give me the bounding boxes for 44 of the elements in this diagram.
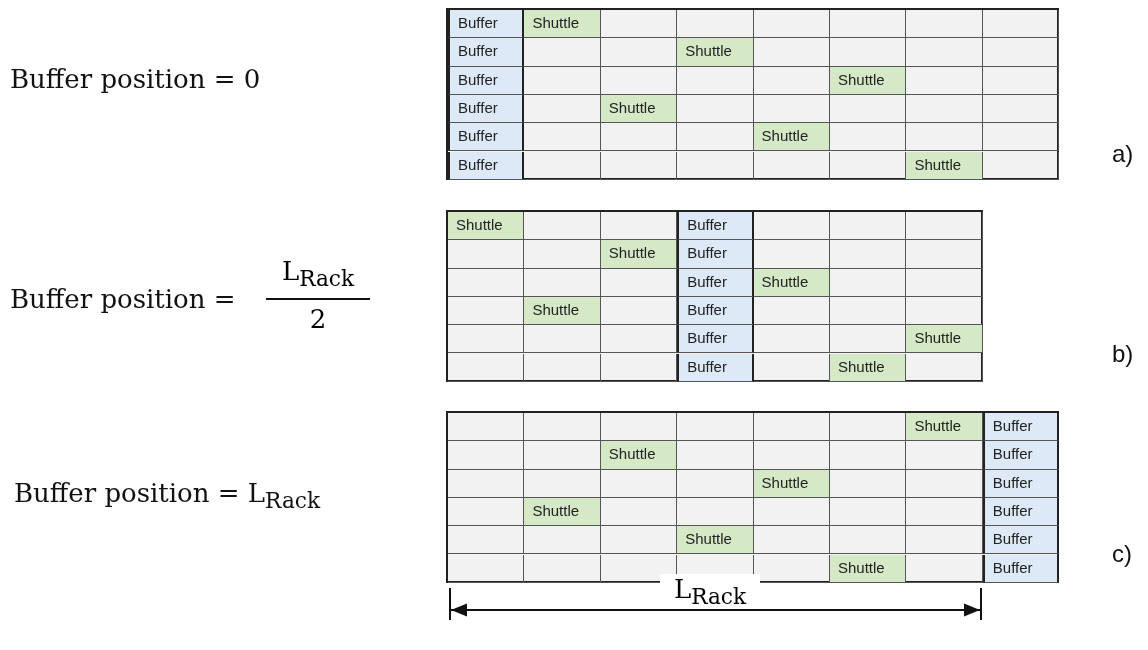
buffer-cell: Buffer <box>982 554 1060 583</box>
panel-label: c) <box>1112 540 1132 568</box>
shuttle-cell: Shuttle <box>830 554 907 583</box>
equation-text: Buffer position = <box>10 284 236 314</box>
shuttle-cell: Shuttle <box>906 325 983 354</box>
buffer-cell: Buffer <box>677 325 754 354</box>
buffer-cell: Buffer <box>448 38 525 67</box>
buffer-cell: Buffer <box>982 469 1060 498</box>
equation-text: Buffer position = L$_{Rack}$ <box>14 478 321 514</box>
shuttle-cell: Shuttle <box>600 240 678 269</box>
buffer-cell: Buffer <box>448 94 525 124</box>
shuttle-cell: Shuttle <box>753 123 830 152</box>
shuttle-cell: Shuttle <box>524 497 601 527</box>
buffer-cell: Buffer <box>677 268 754 297</box>
shuttle-cell: Shuttle <box>677 38 754 67</box>
buffer-cell: Buffer <box>677 296 754 326</box>
shuttle-cell: Shuttle <box>524 10 601 39</box>
panel-label: a) <box>1112 140 1134 168</box>
buffer-cell: Buffer <box>677 353 754 382</box>
buffer-cell: Buffer <box>448 151 525 180</box>
shuttle-cell: Shuttle <box>830 66 907 95</box>
fraction-numerator: L$_{Rack}$ <box>280 256 356 292</box>
shuttle-cell: Shuttle <box>753 268 830 297</box>
buffer-cell: Buffer <box>448 66 525 95</box>
shuttle-cell: Shuttle <box>906 151 983 180</box>
buffer-cell: Buffer <box>982 413 1060 442</box>
shuttle-cell: Shuttle <box>906 413 983 442</box>
shuttle-cell: Shuttle <box>830 353 907 382</box>
shuttle-cell: Shuttle <box>600 94 678 124</box>
buffer-cell: Buffer <box>982 497 1060 527</box>
fraction-denominator: 2 <box>308 304 328 334</box>
buffer-cell: Buffer <box>982 526 1060 555</box>
buffer-cell: Buffer <box>448 123 525 152</box>
equation-text: Buffer position = 0 <box>10 64 261 94</box>
buffer-cell: Buffer <box>448 10 525 39</box>
shuttle-cell: Shuttle <box>448 212 525 241</box>
buffer-cell: Buffer <box>982 441 1060 470</box>
panel-label: b) <box>1112 340 1134 368</box>
shuttle-cell: Shuttle <box>600 441 678 470</box>
buffer-cell: Buffer <box>677 240 754 269</box>
buffer-cell: Buffer <box>677 212 754 241</box>
shuttle-cell: Shuttle <box>753 469 830 498</box>
shuttle-cell: Shuttle <box>677 526 754 555</box>
shuttle-cell: Shuttle <box>524 296 601 326</box>
